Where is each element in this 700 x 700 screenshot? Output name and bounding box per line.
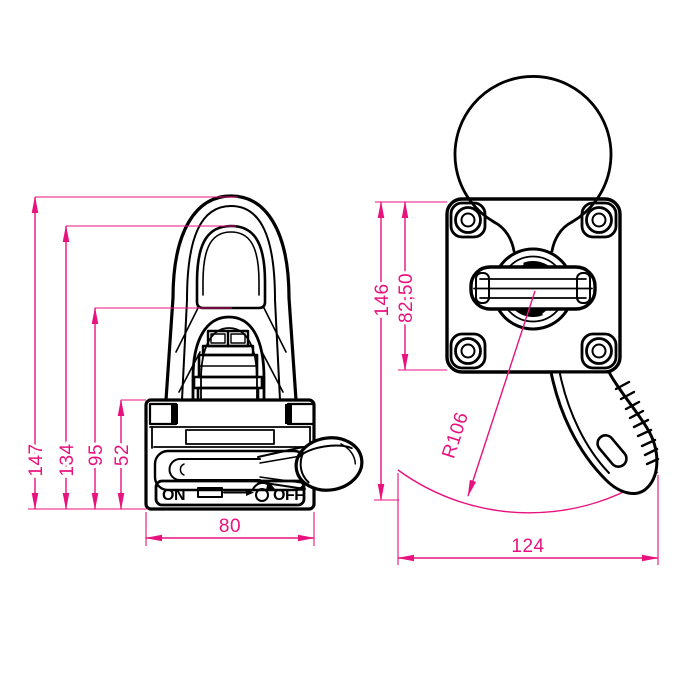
body-width-dim-label: 80 <box>219 516 241 537</box>
top-view: 146 82,50 R106 124 <box>369 75 660 565</box>
corner-boss-top-right <box>580 201 618 239</box>
magnet-body <box>144 398 316 511</box>
corner-boss-top-left <box>449 201 487 239</box>
total-height-dim-label: 147 <box>26 443 47 476</box>
recess-band <box>185 429 275 445</box>
corner-tab-left <box>148 402 178 426</box>
corner-boss-bottom-right <box>580 332 618 370</box>
base-plate <box>445 75 622 374</box>
front-view-dimensions: 147 134 95 52 80 <box>23 196 315 546</box>
handle-ribs <box>614 380 660 466</box>
handle-knob <box>294 436 364 492</box>
total-depth-dim-label: 146 <box>372 283 393 316</box>
slide-arrow-icon <box>197 487 254 498</box>
rotor <box>453 75 613 253</box>
ring-seat-dim-label: 95 <box>86 444 107 466</box>
switch-panel: ON OFF <box>154 479 306 507</box>
front-view: ON OFF <box>23 194 364 546</box>
plate-depth-dim-label: 82,50 <box>396 273 417 323</box>
handle-slot <box>596 434 628 468</box>
swivel-mount <box>191 315 266 402</box>
handle-channel <box>153 449 309 492</box>
hoist-ring <box>164 194 298 402</box>
radius-leader-line <box>467 290 536 497</box>
swing-width-dim-label: 124 <box>511 536 544 557</box>
release-handle <box>549 370 660 495</box>
swing-radius-dim-label: R106 <box>438 410 473 462</box>
off-label: OFF <box>273 487 304 504</box>
ring-inner-top-dim-label: 134 <box>57 443 78 476</box>
corner-tab-right <box>285 402 316 426</box>
hoist-ring-top <box>469 265 597 311</box>
handle-shaft <box>257 446 306 490</box>
on-label: ON <box>162 487 185 504</box>
ring-opening <box>195 224 267 310</box>
corner-boss-bottom-left <box>449 332 487 370</box>
body-height-dim-label: 52 <box>112 444 133 466</box>
ring-braces <box>175 305 287 393</box>
